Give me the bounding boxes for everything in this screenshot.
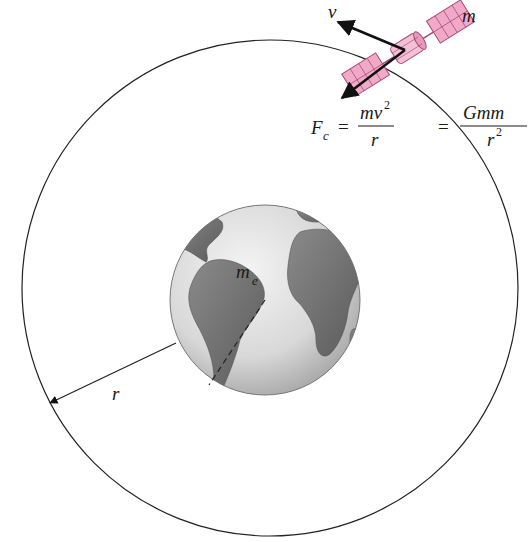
orbit-circle [22, 40, 518, 536]
numerator-text: mv [360, 103, 382, 122]
radius-label: r [112, 384, 119, 403]
radius-dashed [209, 300, 265, 385]
force-subscript: c [323, 129, 329, 142]
earth-mass-label: m [236, 262, 250, 281]
force-symbol: F [311, 118, 323, 137]
velocity-label: v [328, 2, 336, 21]
earth-globe [170, 205, 364, 395]
equals-sign: = [338, 117, 349, 136]
denominator-text: r [371, 130, 378, 149]
radius-arrow [50, 343, 176, 403]
fraction-bar [460, 125, 527, 126]
equals-sign: = [438, 117, 449, 136]
mass-label: m [462, 6, 476, 25]
denominator-text: r [487, 130, 494, 149]
exponent: 2 [384, 99, 390, 111]
velocity-arrow [338, 22, 405, 50]
numerator-text: Gmm [463, 103, 504, 122]
exponent: 2 [496, 126, 502, 138]
earth-mass-subscript: e [252, 274, 258, 287]
force-arrow [342, 50, 405, 98]
fraction-bar [358, 125, 394, 126]
